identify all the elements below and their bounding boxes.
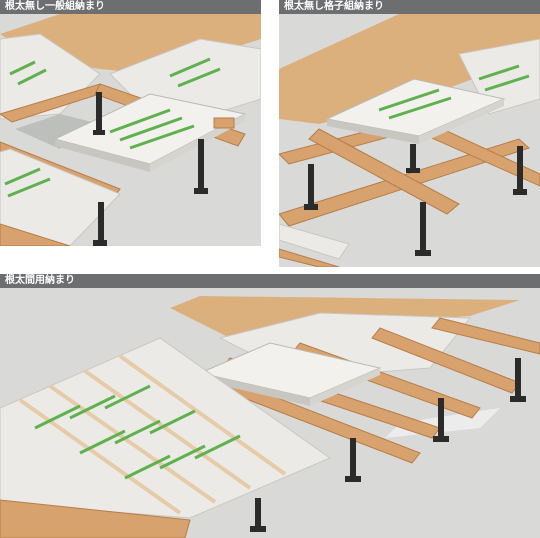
panel-grid-assembly: 根太無し格子組納まり <box>279 0 540 267</box>
panel-label: 根太間用納まり <box>0 274 540 288</box>
panel-general-assembly: 根太無し一般組納まり <box>0 0 261 246</box>
panel-joist-assembly: 根太間用納まり <box>0 274 540 538</box>
illustration-grid-assembly <box>279 14 540 267</box>
illustration-general-assembly <box>0 14 261 246</box>
panel-label: 根太無し一般組納まり <box>0 0 261 14</box>
panel-label: 根太無し格子組納まり <box>279 0 540 14</box>
illustration-joist-assembly <box>0 288 540 538</box>
